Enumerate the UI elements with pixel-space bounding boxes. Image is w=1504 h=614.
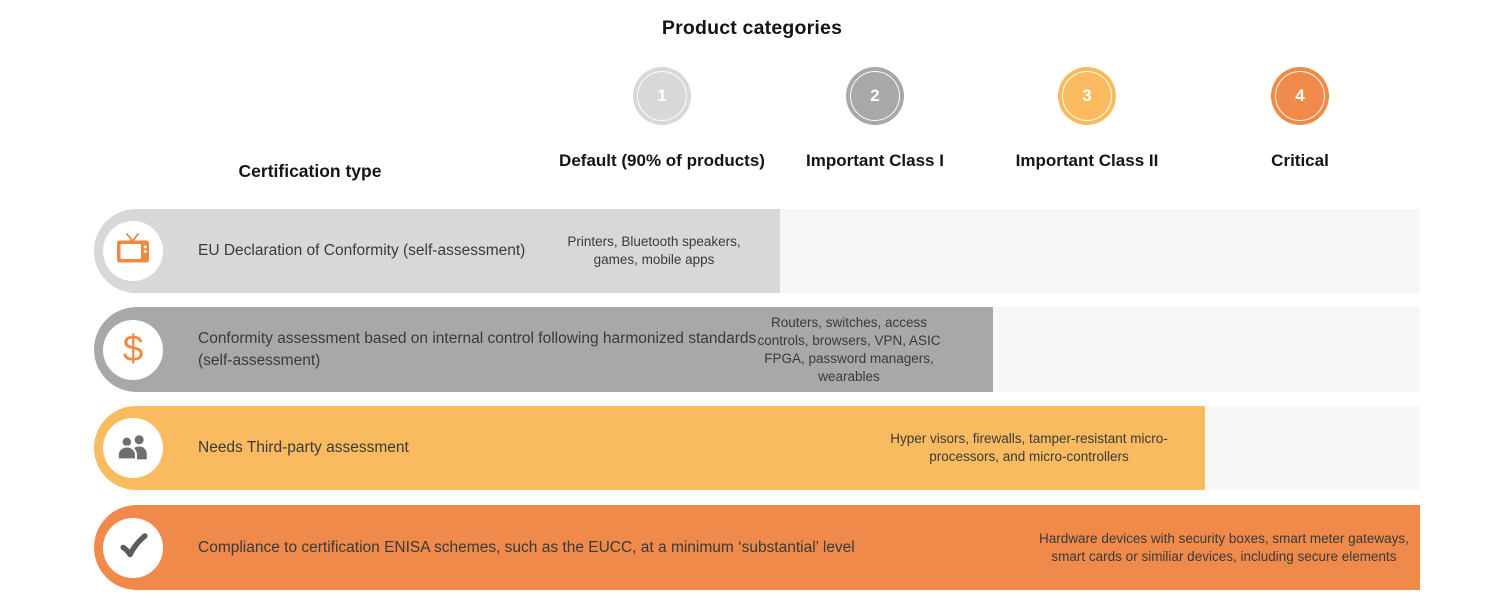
certification-type-label: Conformity assessment based on internal … xyxy=(198,329,757,369)
row-icon-badge xyxy=(103,221,163,281)
page-title: Product categories xyxy=(661,17,843,39)
row-eu-declaration: EU Declaration of Conformity (self-asses… xyxy=(94,209,780,293)
column-header-certification-type: Certification type xyxy=(238,161,382,181)
row-2-empty-cells xyxy=(993,307,1420,392)
row-internal-control: $ Conformity assessment based on interna… xyxy=(94,307,993,392)
product-examples: Hardware devices with security boxes, sm… xyxy=(1039,530,1409,564)
tv-icon xyxy=(115,233,151,269)
column-header-critical: Critical xyxy=(1271,151,1329,170)
certification-type-label: Needs Third-party assessment xyxy=(198,439,409,456)
check-icon xyxy=(118,531,149,565)
category-number: 1 xyxy=(657,86,667,105)
product-examples: Hyper visors, firewalls, tamper-resistan… xyxy=(890,431,1168,464)
category-number: 2 xyxy=(870,86,880,105)
column-header-default: Default (90% of products) xyxy=(559,151,765,170)
column-header-important-class-2: Important Class II xyxy=(1015,151,1159,170)
row-enisa-certification: Compliance to certification ENISA scheme… xyxy=(94,505,1420,590)
category-circle-2: 2 xyxy=(846,67,904,125)
circle-ring xyxy=(1275,71,1325,121)
category-number: 3 xyxy=(1082,86,1092,105)
row-1-empty-cells xyxy=(780,209,1420,293)
row-icon-badge: $ xyxy=(103,319,163,380)
category-number: 4 xyxy=(1295,86,1305,105)
circle-ring xyxy=(850,71,900,121)
product-examples: Printers, Bluetooth speakers, games, mob… xyxy=(567,234,741,267)
certification-type-label: EU Declaration of Conformity (self-asses… xyxy=(198,242,526,259)
column-header-important-class-1: Important Class I xyxy=(806,151,944,170)
certification-type-label: Compliance to certification ENISA scheme… xyxy=(198,538,855,556)
circle-ring xyxy=(637,71,687,121)
circle-ring xyxy=(1062,71,1112,121)
category-circle-4: 4 xyxy=(1271,67,1329,125)
category-circle-3: 3 xyxy=(1058,67,1116,125)
row-icon-badge xyxy=(103,517,163,578)
row-third-party-assessment: Needs Third-party assessment Hyper visor… xyxy=(94,406,1205,490)
row-3-empty-cells xyxy=(1205,406,1420,490)
people-icon xyxy=(114,431,152,465)
row-icon-badge xyxy=(103,418,163,478)
category-circle-1: 1 xyxy=(633,67,691,125)
product-examples: Routers, switches, access controls, brow… xyxy=(757,314,941,384)
dollar-icon: $ xyxy=(122,327,144,369)
